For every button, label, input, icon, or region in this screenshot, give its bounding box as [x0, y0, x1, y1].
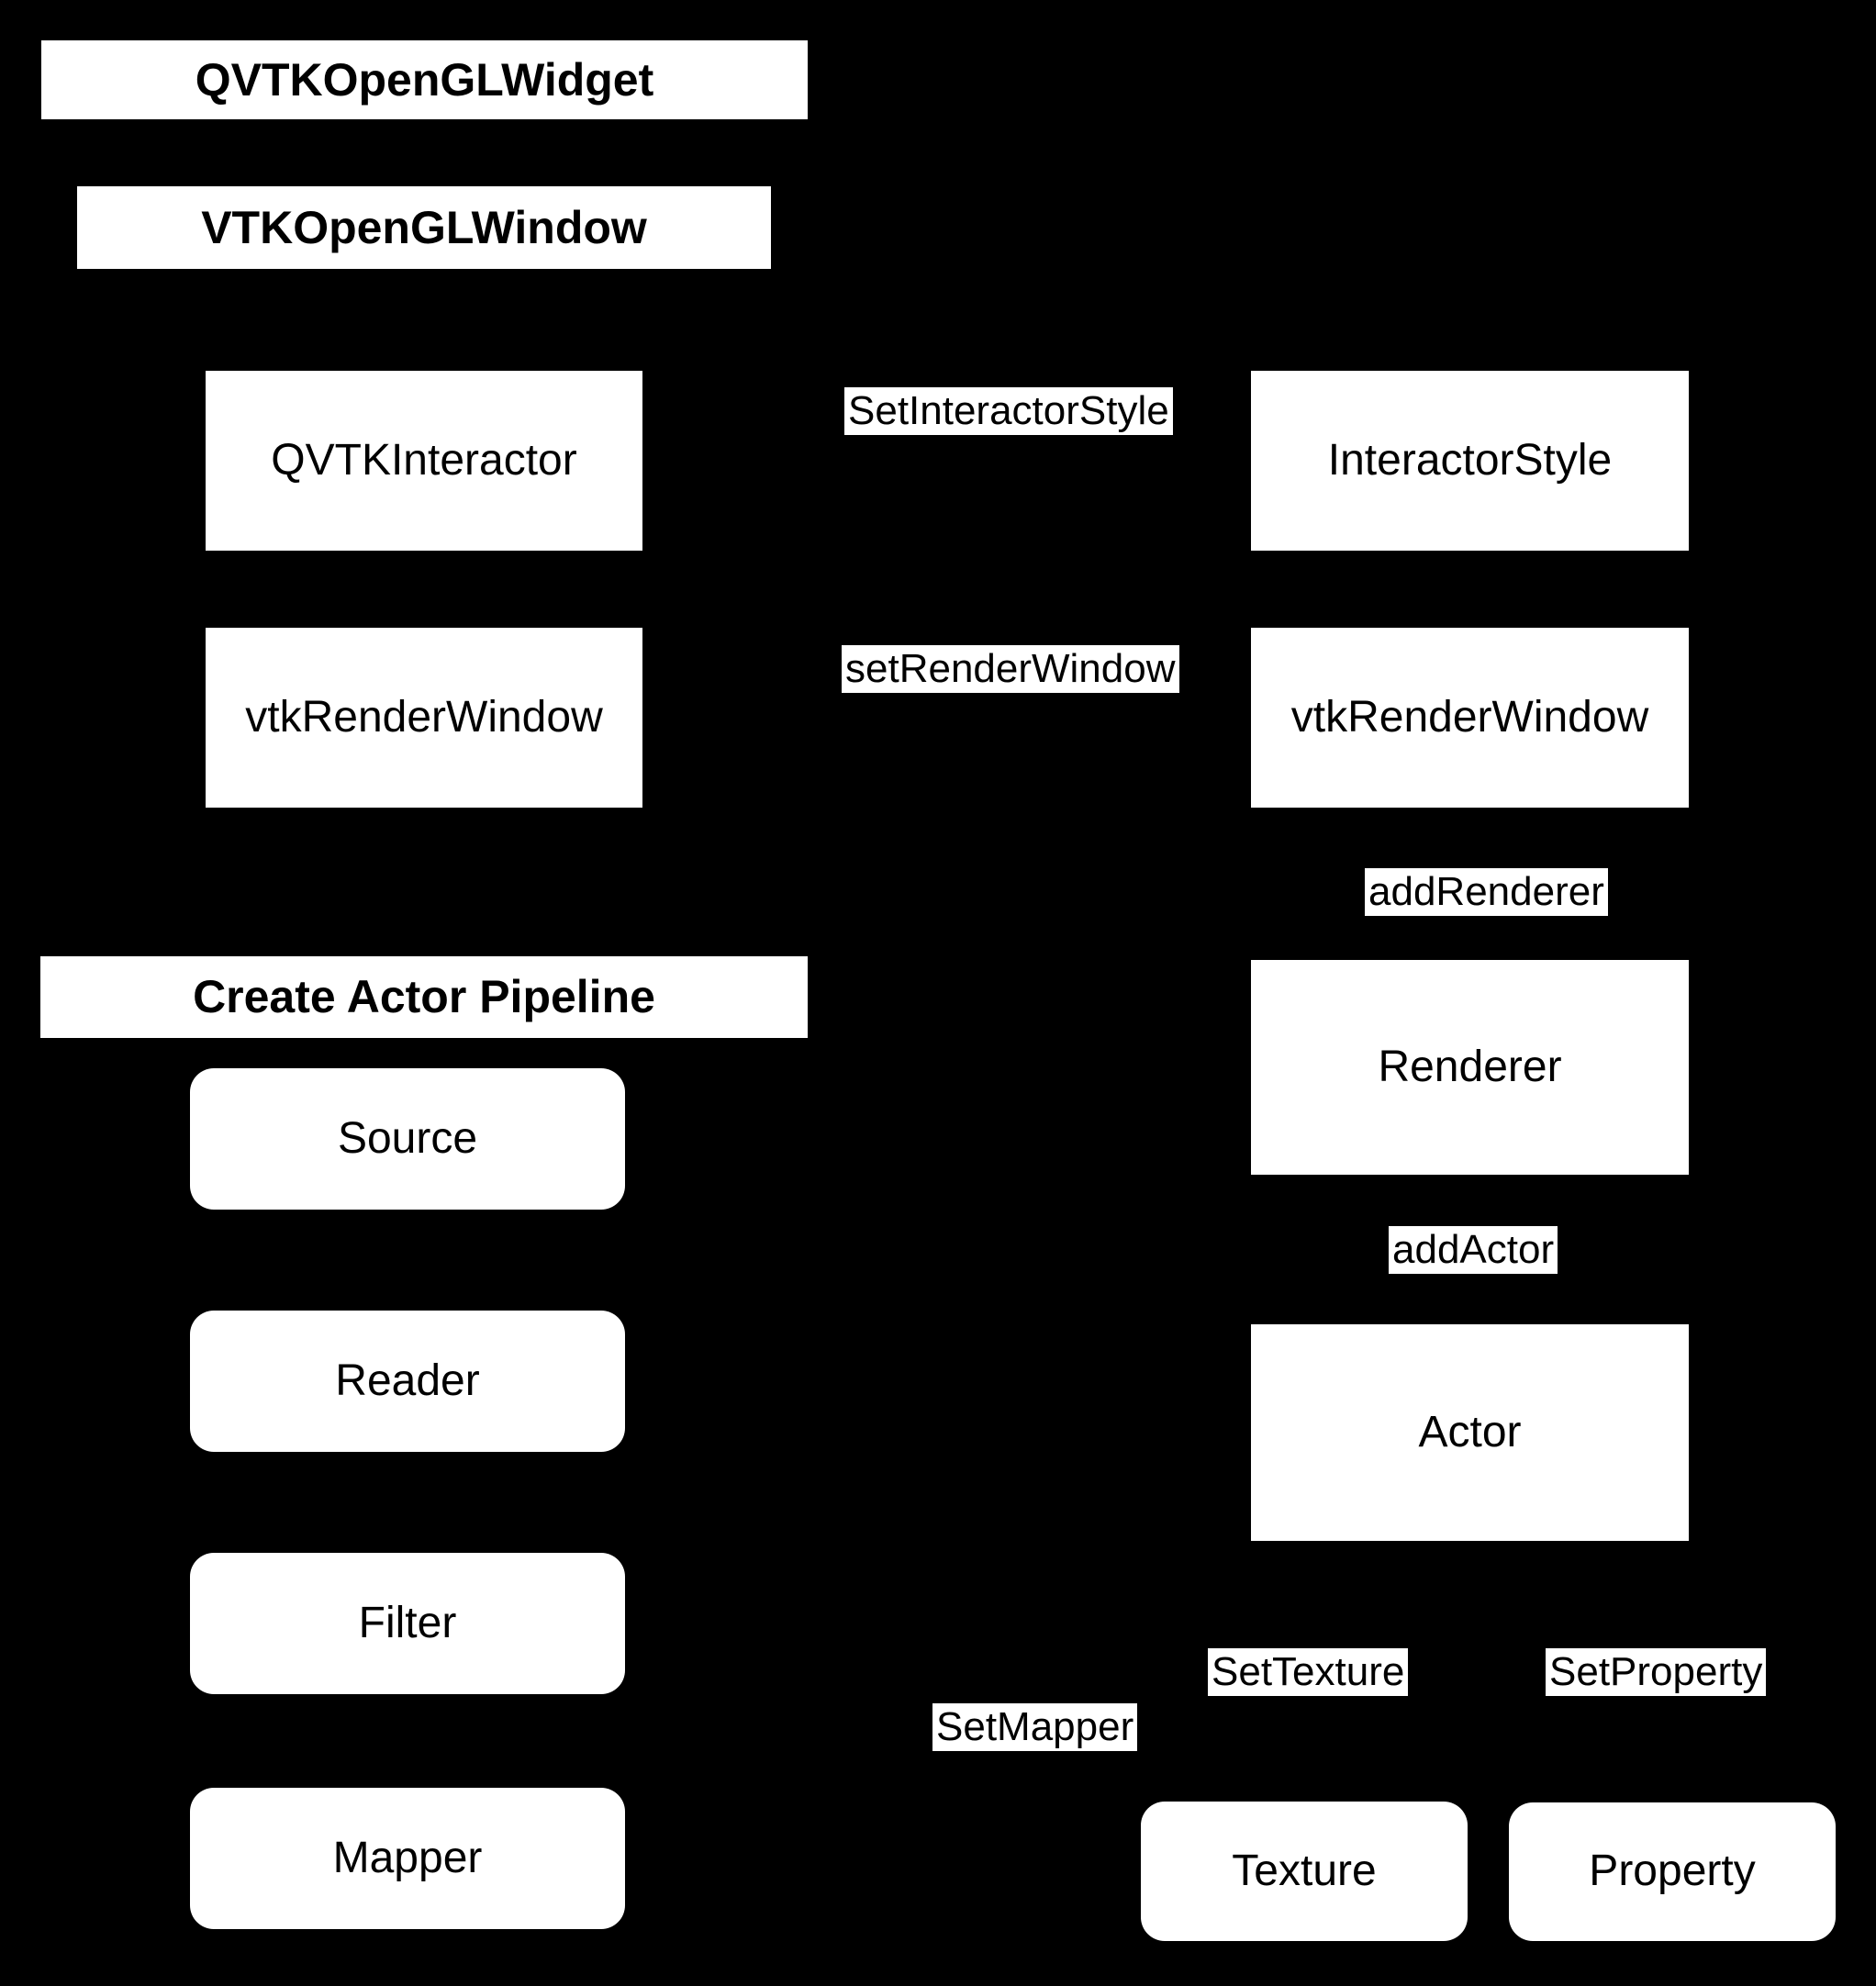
label-set-texture: SetTexture: [1208, 1648, 1409, 1696]
header-create-actor-pipeline: Create Actor Pipeline: [40, 956, 808, 1038]
node-filter: Filter: [190, 1553, 625, 1694]
label-set-render-window: setRenderWindow: [842, 645, 1179, 693]
node-reader: Reader: [190, 1311, 625, 1452]
label-set-interactor-style: SetInteractorStyle: [844, 387, 1173, 435]
label-set-property: SetProperty: [1546, 1648, 1767, 1696]
label-add-renderer: addRenderer: [1365, 868, 1608, 916]
label-add-actor: addActor: [1389, 1226, 1558, 1274]
node-texture: Texture: [1141, 1802, 1468, 1941]
label-set-mapper: SetMapper: [932, 1703, 1138, 1751]
node-mapper: Mapper: [190, 1788, 625, 1929]
node-qvtk-interactor: QVTKInteractor: [206, 371, 642, 551]
node-vtk-render-window-right: vtkRenderWindow: [1251, 628, 1689, 808]
header-vtk-opengl-window: VTKOpenGLWindow: [77, 186, 771, 269]
header-qvtk-opengl-widget: QVTKOpenGLWidget: [41, 40, 808, 119]
node-renderer: Renderer: [1251, 960, 1689, 1175]
node-vtk-render-window-left: vtkRenderWindow: [206, 628, 642, 808]
node-actor: Actor: [1251, 1324, 1689, 1541]
node-property: Property: [1509, 1802, 1836, 1941]
node-interactor-style: InteractorStyle: [1251, 371, 1689, 551]
node-source: Source: [190, 1068, 625, 1210]
